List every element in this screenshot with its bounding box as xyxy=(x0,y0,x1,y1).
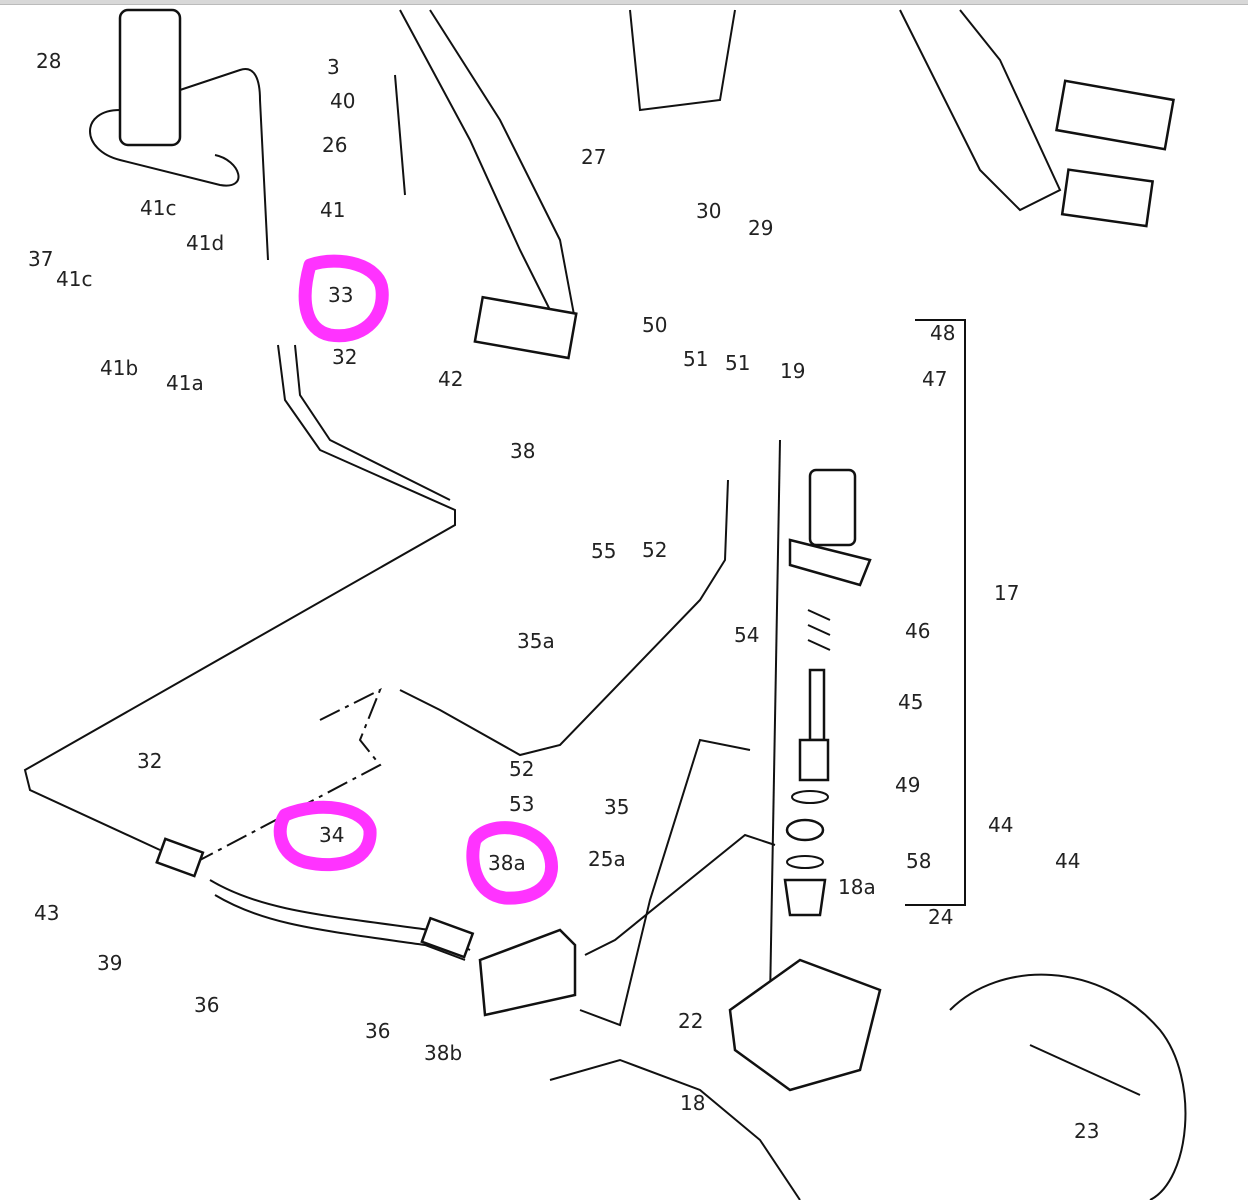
label: 3 xyxy=(327,55,340,79)
label: 43 xyxy=(34,901,59,925)
label: 48 xyxy=(930,321,955,345)
clutch-hose xyxy=(155,837,475,961)
label: 55 xyxy=(591,539,616,563)
bracket-and-pipes xyxy=(399,479,776,1027)
label: 38b xyxy=(424,1041,462,1065)
label: 41 xyxy=(320,198,345,222)
label: 51 xyxy=(683,347,708,371)
label: 45 xyxy=(898,690,923,714)
label: 28 xyxy=(36,49,61,73)
label: 42 xyxy=(438,367,463,391)
gearbox-housing xyxy=(549,958,1187,1200)
label: 23 xyxy=(1074,1119,1099,1143)
label: 41b xyxy=(100,356,138,380)
label-34: 34 xyxy=(319,823,344,847)
label: 25a xyxy=(588,847,626,871)
label-33: 33 xyxy=(328,283,353,307)
label: 41a xyxy=(166,371,204,395)
label: 41c xyxy=(140,196,176,220)
label: 44 xyxy=(1055,849,1080,873)
label: 17 xyxy=(994,581,1019,605)
label: 22 xyxy=(678,1009,703,1033)
master-cylinder-assembly xyxy=(89,8,269,261)
label: 52 xyxy=(509,757,534,781)
clutch-pipe xyxy=(23,344,456,861)
label: 47 xyxy=(922,367,947,391)
label: 50 xyxy=(642,313,667,337)
label: 19 xyxy=(780,359,805,383)
label: 29 xyxy=(748,216,773,240)
label: 18a xyxy=(838,875,876,899)
window-top-border xyxy=(0,0,1248,5)
highlight-34 xyxy=(273,800,377,872)
slave-cylinder-assembly xyxy=(769,319,966,1001)
pedal-assembly xyxy=(394,9,1175,360)
highlight-38a xyxy=(466,821,558,905)
label: 41d xyxy=(186,231,224,255)
highlight-33 xyxy=(298,254,389,343)
label: 38 xyxy=(510,439,535,463)
label: 32 xyxy=(137,749,162,773)
label: 51 xyxy=(725,351,750,375)
label: 58 xyxy=(906,849,931,873)
label: 18 xyxy=(680,1091,705,1115)
label: 32 xyxy=(332,345,357,369)
label: 52 xyxy=(642,538,667,562)
label: 27 xyxy=(581,145,606,169)
label: 46 xyxy=(905,619,930,643)
label: 39 xyxy=(97,951,122,975)
part-labels: 28 3 40 26 27 30 29 41c 41 41d 37 41c 33… xyxy=(28,49,1099,1143)
label: 37 xyxy=(28,247,53,271)
label: 54 xyxy=(734,623,759,647)
label: 36 xyxy=(194,993,219,1017)
label: 44 xyxy=(988,813,1013,837)
label: 41c xyxy=(56,267,92,291)
label: 53 xyxy=(509,792,534,816)
label-38a: 38a xyxy=(488,851,526,875)
label: 30 xyxy=(696,199,721,223)
label: 36 xyxy=(365,1019,390,1043)
label: 24 xyxy=(928,905,953,929)
label: 49 xyxy=(895,773,920,797)
label: 40 xyxy=(330,89,355,113)
label: 35a xyxy=(517,629,555,653)
label: 26 xyxy=(322,133,347,157)
label: 35 xyxy=(604,795,629,819)
